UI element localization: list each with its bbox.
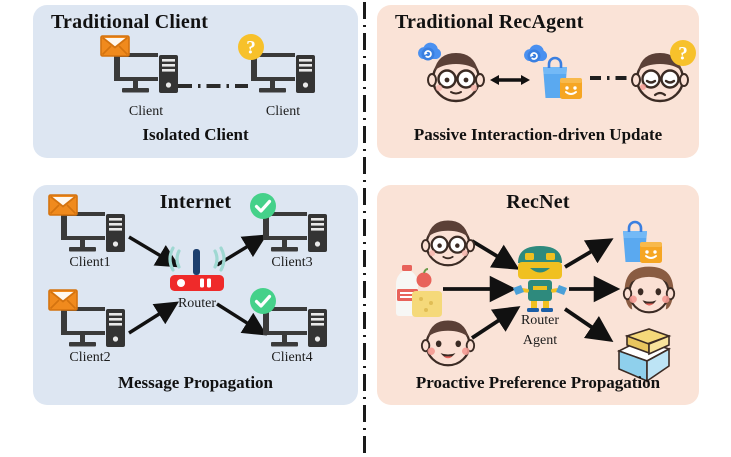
node-client3: Client3 [250,193,335,270]
envelope-icon [48,194,78,216]
neutral-face-glasses-icon [420,220,476,267]
node-client2: Client2 [48,289,133,365]
node-client4: Client4 [250,288,335,365]
svg-text:?: ? [246,38,256,59]
desktop-computer-icon [263,307,327,347]
node-client-left-tl: Client [100,35,186,119]
node-user-bottom-br [419,313,477,369]
connector-dash-dot-tr [590,75,632,81]
panel-traditional-recagent: Traditional RecAgent [377,5,699,158]
panel-internet: Internet [33,185,358,405]
node-client1: Client1 [48,194,133,270]
panel-title-traditional-recagent: Traditional RecAgent [395,11,584,33]
node-router: Router [165,246,229,311]
wifi-router-icon [168,246,226,291]
grocery-items-icon [396,265,442,317]
connector-dash-dot-tl [178,83,248,89]
node-router-agent: Router Agent [512,241,568,348]
node-label-router-agent-line2: Agent [522,333,558,348]
panel-traditional-client: Traditional Client [33,5,358,158]
desktop-computer-icon [61,212,125,252]
node-user-top-br [419,213,477,269]
panel-title-internet: Internet [159,191,232,213]
panel-caption-isolated-client: Isolated Client [142,125,249,144]
smiling-girl-face-icon [622,266,676,314]
node-label-client1: Client1 [69,255,111,270]
check-badge-icon [250,193,276,219]
svg-text:?: ? [678,44,688,65]
node-client-right-tl: ? Client [238,34,323,119]
node-user-unserved-tr: ? [629,40,696,105]
desktop-computer-icon [263,212,327,252]
connector-double-arrow-tr [490,71,530,89]
panel-title-traditional-client: Traditional Client [51,11,209,33]
question-badge-icon: ? [670,40,696,66]
node-items-tr [524,44,586,103]
shopping-bags-icon [623,220,662,263]
sad-face-glasses-icon [631,53,689,103]
node-user-tr [418,42,487,105]
panel-caption-passive-update: Passive Interaction-driven Update [413,125,663,144]
neutral-face-glasses-icon [427,53,485,103]
panel-recnet: RecNet [377,185,699,405]
node-package-br [615,327,673,383]
envelope-icon [100,35,130,57]
node-label-client3: Client3 [271,255,313,270]
robot-agent-icon [513,246,567,312]
cloud-sync-icon [418,42,442,61]
vertical-divider [363,2,366,454]
node-label-client2: Client2 [69,350,111,365]
node-label-router-agent-line1: Router [520,313,560,328]
smiling-boy-face-icon [420,320,476,367]
node-label-client-left-tl: Client [128,104,164,119]
node-grocery-items [385,263,447,319]
node-label-client-right-tl: Client [265,104,301,119]
cloud-sync-icon [524,44,548,63]
envelope-icon [48,289,78,311]
panel-title-recnet: RecNet [506,191,570,213]
question-badge-icon: ? [238,34,264,60]
node-items-br [610,211,666,267]
node-user-recipient-br [620,261,678,317]
panel-caption-proactive-propagation: Proactive Preference Propagation [415,373,661,392]
shopping-bags-icon [543,56,582,99]
panel-caption-message-propagation: Message Propagation [117,373,274,392]
node-label-client4: Client4 [271,350,313,365]
check-badge-icon [250,288,276,314]
open-package-box-icon [616,328,672,383]
node-label-router: Router [177,296,217,311]
